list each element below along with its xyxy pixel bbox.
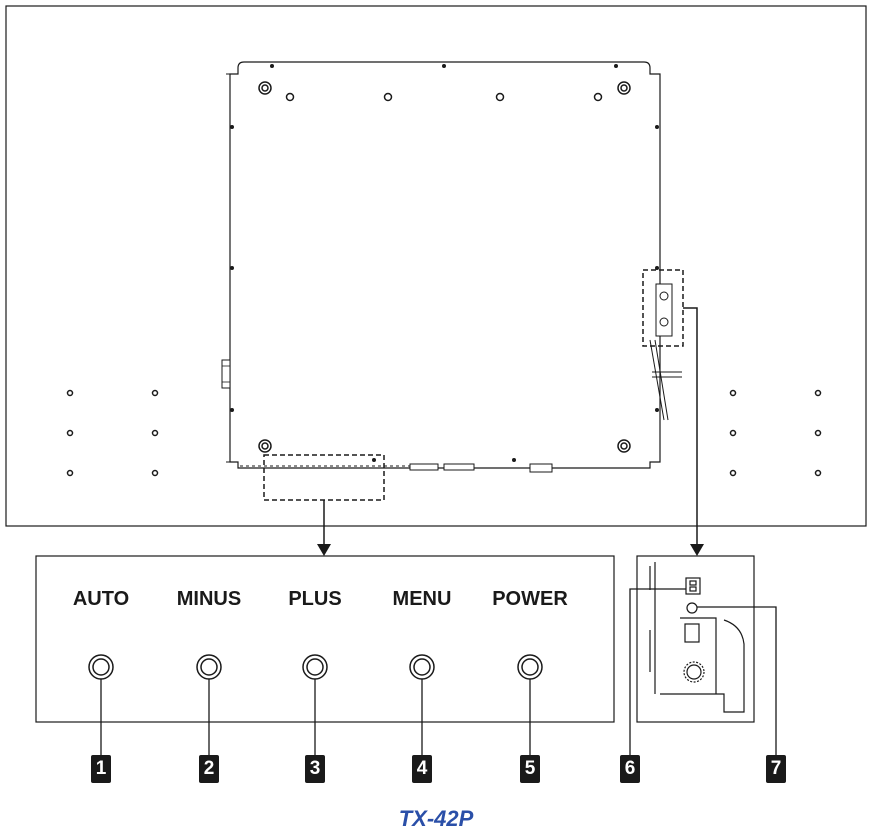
side-leader-lines — [629, 588, 777, 756]
model-caption: TX-42P — [398, 806, 474, 831]
button-label-minus: MINUS — [176, 588, 242, 610]
button-label-menu: MENU — [392, 588, 452, 610]
arrow-to-buttons-panel — [317, 500, 331, 556]
bottom-connectors — [240, 463, 553, 473]
button-label-power: POWER — [492, 588, 568, 610]
callout-6: 6 — [620, 755, 640, 783]
callout-5: 5 — [520, 755, 540, 783]
button-label-auto: AUTO — [72, 588, 130, 610]
mounting-holes-left — [66, 389, 159, 477]
button-label-plus: PLUS — [288, 588, 342, 610]
callout-2: 2 — [199, 755, 219, 783]
arrow-to-side-detail — [683, 307, 704, 556]
button-leader-lines — [100, 679, 531, 756]
callout-3: 3 — [305, 755, 325, 783]
buttons-detail-panel — [35, 555, 615, 723]
side-bracket — [649, 283, 682, 421]
side-highlight-box — [642, 269, 684, 347]
side-detail-drawing — [649, 562, 745, 713]
inner-chassis — [221, 61, 661, 469]
chassis-screws — [258, 81, 631, 453]
callout-4: 4 — [412, 755, 432, 783]
chassis-small-dots — [230, 64, 659, 462]
panel-buttons — [88, 654, 543, 680]
callout-7: 7 — [766, 755, 786, 783]
callout-1: 1 — [91, 755, 111, 783]
mounting-holes-right — [729, 389, 822, 477]
